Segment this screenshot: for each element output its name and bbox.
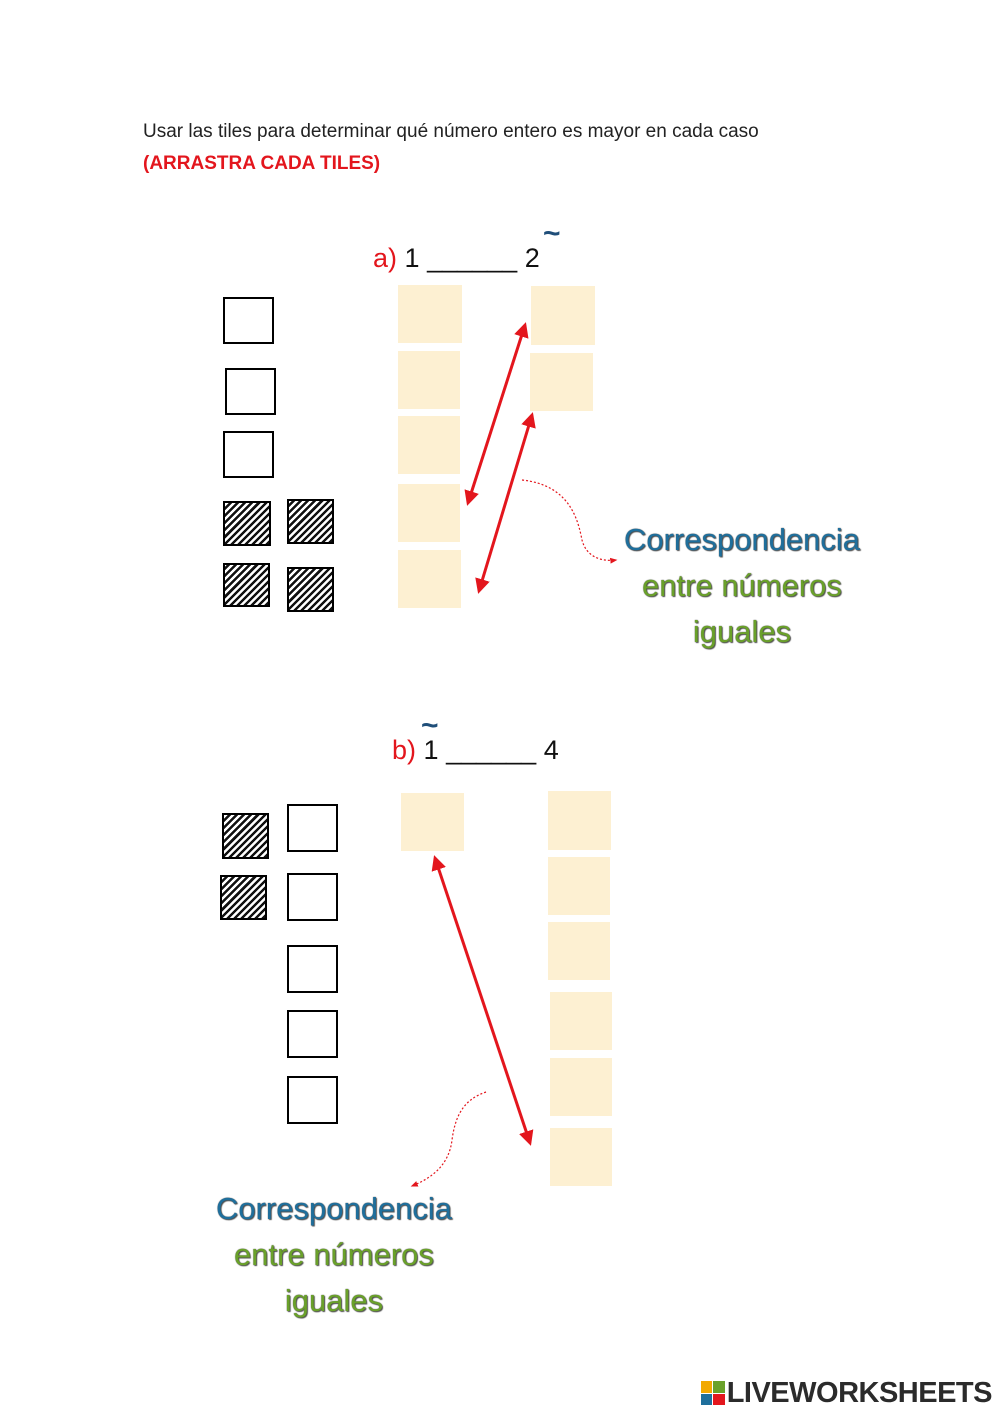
problem-a-right-number: 2: [524, 243, 540, 273]
tile-negative-b2[interactable]: [220, 875, 267, 920]
brand-text: LIVEWORKSHEETS: [726, 1376, 993, 1409]
problem-a-title: a) 1 ______ 2: [373, 243, 540, 274]
correspondence-b-line1: Correspondencia: [215, 1191, 453, 1226]
correspondence-label-a: Correspondencia entre números iguales: [606, 517, 878, 655]
tile-negative-a4[interactable]: [287, 567, 334, 612]
tile-negative-a1[interactable]: [223, 501, 271, 546]
tile-positive-b3[interactable]: [287, 945, 338, 993]
correspondence-a-line2: entre números: [642, 568, 842, 603]
double-arrow-a2: [475, 412, 536, 594]
drop-zone-b-right-2[interactable]: [548, 857, 610, 915]
correspondence-a-line1: Correspondencia: [623, 522, 861, 557]
problem-b-left-number: 1: [423, 735, 439, 765]
drop-zone-b-right-4[interactable]: [550, 992, 612, 1050]
drop-zone-b-right-5[interactable]: [550, 1058, 612, 1116]
problem-b-title: b) 1 ______ 4: [392, 735, 559, 766]
tile-positive-a3[interactable]: [223, 431, 274, 478]
drop-zone-a-right-2[interactable]: [530, 353, 593, 411]
tile-positive-a2[interactable]: [225, 368, 276, 415]
tile-positive-b4[interactable]: [287, 1010, 338, 1058]
correspondence-label-b: Correspondencia entre números iguales: [200, 1186, 468, 1324]
instructions-highlight: (ARRASTRA CADA TILES): [143, 153, 381, 174]
drop-zone-b-right-3[interactable]: [548, 922, 610, 980]
drop-zone-a-left-5[interactable]: [398, 550, 461, 608]
instructions-text: Usar las tiles para determinar qué númer…: [143, 121, 759, 142]
double-arrow-a1: [464, 322, 529, 506]
drop-zone-a-left-2[interactable]: [398, 351, 460, 409]
dotted-pointer-b: [410, 1091, 487, 1187]
drop-zone-a-left-1[interactable]: [398, 285, 462, 343]
tile-negative-b1[interactable]: [222, 813, 269, 859]
double-arrow-b1: [431, 855, 534, 1146]
drop-zone-a-right-1[interactable]: [531, 286, 595, 345]
tile-positive-a1[interactable]: [223, 297, 274, 344]
correspondence-a-line3: iguales: [692, 614, 792, 649]
correspondence-b-line2: entre números: [234, 1237, 434, 1272]
drop-zone-a-left-4[interactable]: [398, 484, 460, 542]
tile-negative-a2[interactable]: [287, 499, 334, 544]
tile-positive-b2[interactable]: [287, 873, 338, 921]
drop-zone-b-right-1[interactable]: [548, 791, 611, 850]
dotted-pointer-a: [521, 479, 618, 564]
tile-positive-b5[interactable]: [287, 1076, 338, 1124]
problem-a-tilde-icon: ~: [543, 217, 561, 250]
problem-b-label: b): [392, 735, 417, 765]
correspondence-b-line3: iguales: [284, 1283, 384, 1318]
tile-negative-a3[interactable]: [223, 563, 270, 607]
problem-a-blank: ______: [427, 243, 518, 273]
drop-zone-a-left-3[interactable]: [398, 416, 460, 474]
problem-b-tilde-icon: ~: [421, 709, 439, 742]
problem-a-label: a): [373, 243, 398, 273]
brand-logo: LIVEWORKSHEETS: [700, 1376, 993, 1410]
drop-zone-b-left-1[interactable]: [401, 793, 464, 851]
tile-positive-b1[interactable]: [287, 804, 338, 852]
drop-zone-b-right-6[interactable]: [550, 1128, 612, 1186]
liveworksheets-logo-icon: [700, 1381, 725, 1405]
problem-b-right-number: 4: [543, 735, 559, 765]
problem-a-left-number: 1: [404, 243, 420, 273]
problem-b-blank: ______: [446, 735, 537, 765]
